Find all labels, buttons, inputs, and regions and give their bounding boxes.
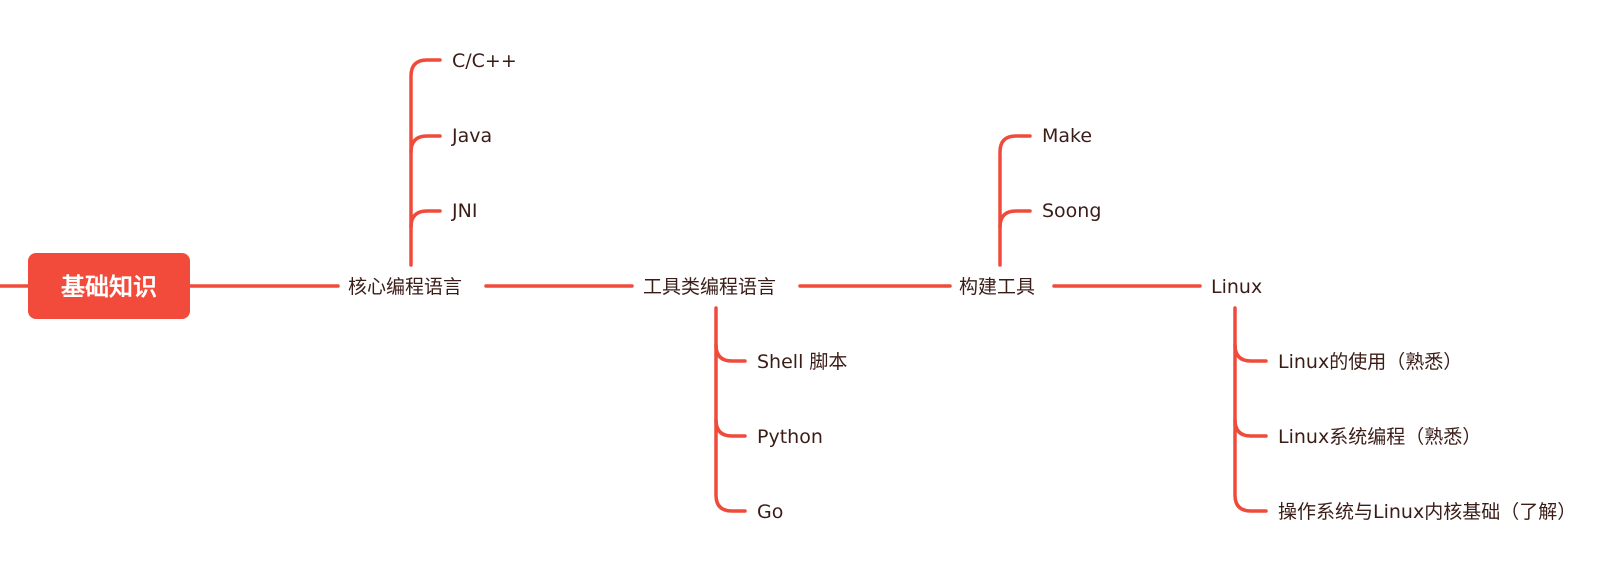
root-node-label: 基础知识 <box>61 273 157 301</box>
connector-branch-1-vertical <box>409 58 442 267</box>
branch-3-child-2[interactable]: Soong <box>1042 200 1101 222</box>
connector-branch-4-vertical <box>1233 306 1268 513</box>
branch-1-child-3[interactable]: JNI <box>451 200 477 222</box>
connector-branch-4-child-1 <box>1233 343 1268 363</box>
branch-3-child-1[interactable]: Make <box>1042 125 1092 147</box>
connector-branch-3-child-2 <box>998 209 1032 229</box>
branch-1-child-2[interactable]: Java <box>451 125 492 147</box>
connector-branch-4-child-2 <box>1233 418 1268 438</box>
branch-1-label[interactable]: 核心编程语言 <box>348 276 462 298</box>
connector-branch-3-vertical <box>998 134 1032 267</box>
root-node-box <box>28 253 190 319</box>
branch-4-child-2[interactable]: Linux系统编程（熟悉） <box>1278 426 1481 448</box>
connector-branch-2-child-1 <box>714 343 747 363</box>
branch-4-child-3[interactable]: 操作系统与Linux内核基础（了解） <box>1278 501 1576 523</box>
root-node[interactable]: 基础知识 <box>28 253 190 319</box>
branch-2-child-1[interactable]: Shell 脚本 <box>757 351 847 373</box>
branch-3-label[interactable]: 构建工具 <box>959 276 1035 298</box>
branch-2-child-2[interactable]: Python <box>757 426 823 448</box>
connector-branch-2-child-2 <box>714 418 747 438</box>
connector-branch-1-child-3 <box>409 209 442 229</box>
connector-branch-1-child-2 <box>409 134 442 154</box>
branch-2-child-3[interactable]: Go <box>757 501 783 523</box>
branch-2-label[interactable]: 工具类编程语言 <box>643 276 776 298</box>
branch-1-child-1[interactable]: C/C++ <box>452 50 517 72</box>
branch-4-child-1[interactable]: Linux的使用（熟悉） <box>1278 351 1462 373</box>
branch-4-label[interactable]: Linux <box>1211 276 1262 298</box>
connector-branch-2-vertical <box>714 306 747 513</box>
